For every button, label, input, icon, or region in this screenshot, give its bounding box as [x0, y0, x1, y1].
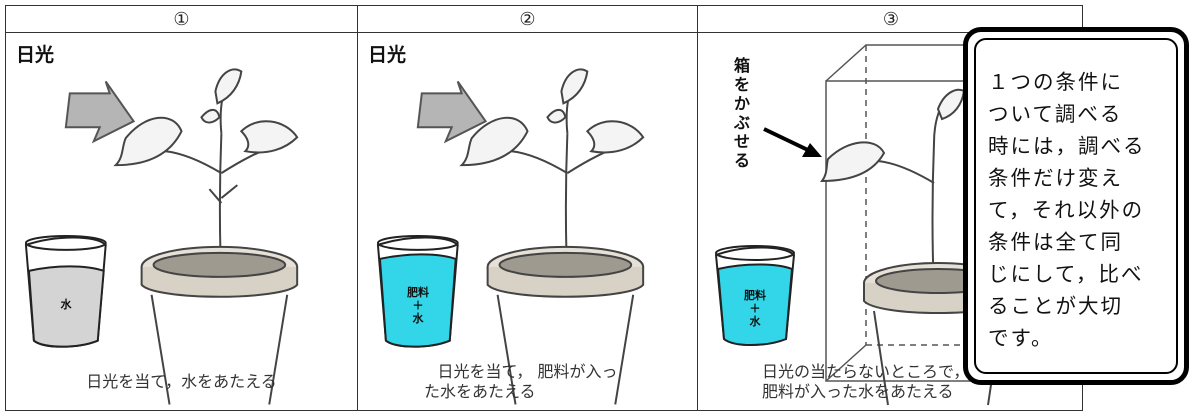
panel-2-caption: 日光を当て， 肥料が入っ た水をあたえる [358, 362, 697, 402]
panel-2: ② 日光 [358, 6, 698, 410]
sunlight-arrow-icon [64, 80, 136, 144]
panel-2-sunlight-label: 日光 [368, 44, 407, 66]
plant-icon [113, 68, 299, 283]
cup-label-water: 水 [749, 315, 761, 328]
plant-icon [459, 68, 645, 283]
water-cup-icon [24, 234, 107, 348]
cup-label-fertilizer: 肥料 [744, 289, 766, 302]
panel-2-cup-label: 肥料 ＋ 水 [382, 286, 454, 325]
panel-3-caption-line1: 日光の当たらないところで， [762, 362, 970, 381]
condition-note-callout: １つの条件に ついて調べる 時には，調べる 条件だけ変え て，それ以外の 条件は… [963, 27, 1189, 385]
cup-label-plus: ＋ [412, 299, 424, 312]
cup-label-water: 水 [412, 312, 424, 325]
panel-3-cup-label: 肥料 ＋ 水 [719, 289, 791, 328]
panel-3-box-label: 箱をかぶせる [734, 56, 751, 170]
plant-icon [820, 88, 966, 294]
cup-label-fertilizer: 肥料 [407, 286, 429, 299]
note-text: １つの条件に ついて調べる 時には，調べる 条件だけ変え て，それ以外の 条件は… [988, 70, 1146, 350]
flower-pot-icon [140, 245, 299, 405]
panel-3-caption: 日光の当たらないところで， 肥料が入った水をあたえる [698, 362, 1084, 402]
panel-1-number: ① [6, 6, 357, 33]
panel-2-caption-line1: 日光を当て， 肥料が入っ [437, 362, 618, 381]
panel-3-number: ③ [698, 6, 1084, 33]
panel-1-sunlight-label: 日光 [16, 44, 55, 66]
panel-1-cup-label: 水 [60, 298, 72, 311]
flower-pot-icon [486, 245, 645, 405]
fertilizer-cup-icon [714, 245, 796, 346]
panel-3-caption-line2: 肥料が入った水をあたえる [762, 382, 954, 401]
sunlight-arrow-icon [416, 80, 488, 144]
panel-2-caption-line2: た水をあたえる [424, 382, 536, 401]
panel-2-number: ② [358, 6, 697, 33]
panel-1-caption: 日光を当て，水をあたえる [86, 372, 277, 391]
panel-2-illustration [376, 68, 645, 405]
pointer-arrow-icon [763, 127, 822, 157]
note-inner-border [974, 38, 1178, 374]
fertilizer-cup-icon [376, 234, 459, 348]
cup-label-plus: ＋ [749, 302, 761, 315]
experiment-table: ① 日光 [5, 5, 1084, 411]
panel-1: ① 日光 [6, 6, 358, 410]
panel-1-illustration [24, 68, 299, 405]
